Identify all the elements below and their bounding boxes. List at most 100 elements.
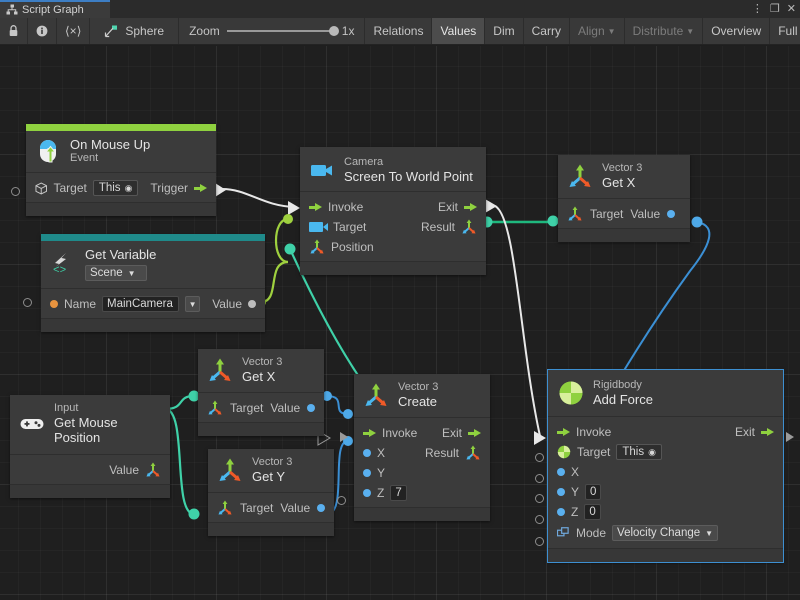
- port-row-value: Value: [10, 460, 170, 480]
- node-on-mouse-up[interactable]: On Mouse Up Event Target This ◉ T: [26, 124, 216, 217]
- wire-endpoint: [343, 409, 353, 419]
- port-socket-y[interactable]: [363, 469, 371, 478]
- camera-icon: [309, 157, 335, 183]
- port-socket-x[interactable]: [557, 468, 565, 477]
- port-socket-z[interactable]: [557, 508, 565, 517]
- node-title: Get X: [242, 368, 276, 384]
- toolbar-item-values[interactable]: Values: [432, 18, 486, 44]
- y-value: 0: [590, 486, 597, 499]
- target-value-pill[interactable]: This ◉: [92, 180, 139, 197]
- port-label-target: Target: [240, 501, 274, 516]
- toolbar-item-align[interactable]: Align▼: [570, 18, 625, 44]
- port-label-exit: Exit: [437, 200, 458, 215]
- node-input-get-mouse-position[interactable]: Input Get Mouse Position Value: [10, 395, 170, 498]
- port-socket-y[interactable]: [557, 488, 565, 497]
- node-footer: [558, 228, 690, 243]
- node-header: Input Get Mouse Position: [10, 395, 170, 454]
- toolbar-item-overview[interactable]: Overview: [703, 18, 771, 44]
- node-vector3-get-x-top[interactable]: Vector 3 Get X Target Value: [558, 155, 690, 243]
- port-socket-x-external[interactable]: [535, 474, 544, 483]
- variable-name-input[interactable]: MainCamera: [102, 296, 179, 313]
- target-picker-icon[interactable]: ◉: [124, 182, 133, 193]
- node-camera-screen-to-world-point[interactable]: Camera Screen To World Point Invoke Exit…: [300, 147, 486, 276]
- port-socket-value[interactable]: [667, 210, 676, 219]
- port-socket-value[interactable]: [317, 504, 326, 513]
- node-subtitle: Camera: [344, 156, 384, 168]
- node-footer: [10, 483, 170, 498]
- toolbar-item-full-screen[interactable]: Full Screen: [770, 18, 800, 44]
- port-socket-value[interactable]: [248, 300, 256, 309]
- toolbar: ⟨×⟩ Sphere Zoom 1x Relations Values Dim …: [0, 18, 800, 45]
- vector3-icon: [209, 358, 231, 382]
- port-socket-z[interactable]: [363, 489, 371, 498]
- info-icon: [36, 25, 48, 37]
- node-vector3-create[interactable]: Vector 3 Create Invoke Exit X Result: [354, 374, 490, 522]
- angle-brackets-icon: ⟨×⟩: [65, 24, 82, 38]
- node-body: Target This ◉ Trigger: [26, 172, 216, 202]
- code-button[interactable]: ⟨×⟩: [57, 18, 91, 44]
- graph-canvas[interactable]: On Mouse Up Event Target This ◉ T: [0, 46, 800, 600]
- mode-dropdown[interactable]: Velocity Change ▼: [612, 525, 719, 542]
- vector3-icon: [219, 458, 241, 482]
- toolbar-item-distribute[interactable]: Distribute▼: [625, 18, 704, 44]
- port-socket-y-external[interactable]: [535, 494, 544, 503]
- flow-output-marker[interactable]: [786, 432, 794, 442]
- port-socket-name-external[interactable]: [23, 298, 32, 307]
- zoom-slider[interactable]: [226, 26, 339, 36]
- node-vector3-get-y[interactable]: Vector 3 Get Y Target Value: [208, 449, 334, 537]
- close-icon[interactable]: ✕: [786, 3, 796, 15]
- toolbar-item-relations[interactable]: Relations: [365, 18, 433, 44]
- port-label-y: Y: [377, 466, 386, 481]
- target-picker-icon[interactable]: ◉: [648, 446, 656, 457]
- tab-script-graph[interactable]: Script Graph: [0, 0, 110, 18]
- z-input[interactable]: 0: [584, 504, 601, 521]
- toolbar-item-dim[interactable]: Dim: [485, 18, 524, 44]
- vector3-icon: [569, 164, 591, 188]
- port-socket-mode-external[interactable]: [535, 537, 544, 546]
- port-label-z: Z: [571, 505, 579, 520]
- variable-scope-dropdown[interactable]: Scene ▼: [85, 265, 147, 282]
- port-label-invoke: Invoke: [382, 426, 418, 441]
- node-titles: Rigidbody Add Force: [593, 379, 653, 407]
- wire-endpoint: [547, 215, 559, 227]
- variable-name-dropdown-button[interactable]: ▼: [184, 296, 201, 313]
- node-subtitle: Input: [54, 402, 79, 414]
- zoom-slider-knob[interactable]: [328, 26, 339, 36]
- zoom-control[interactable]: Zoom 1x: [179, 18, 366, 44]
- object-name: Sphere: [125, 24, 165, 38]
- port-socket-z-external[interactable]: [535, 515, 544, 524]
- z-input[interactable]: 7: [390, 485, 407, 502]
- target-value-pill[interactable]: This ◉: [616, 444, 662, 461]
- port-label-value: Value: [280, 501, 311, 516]
- y-input[interactable]: 0: [585, 484, 602, 501]
- wire-arrow-icon: [215, 183, 226, 197]
- port-label-invoke: Invoke: [576, 425, 612, 440]
- port-socket-target-external[interactable]: [535, 453, 544, 462]
- vector3-icon: [146, 462, 160, 477]
- menu-dots-icon[interactable]: ⋮: [751, 3, 763, 15]
- node-title: Event: [70, 152, 99, 165]
- wire-flow-camera-exit: [494, 205, 541, 437]
- port-row-invoke-exit: Invoke Exit: [354, 423, 490, 443]
- toolbar-item-carry[interactable]: Carry: [524, 18, 570, 44]
- node-subtitle: Get Variable: [85, 247, 157, 262]
- port-socket-target[interactable]: [11, 187, 20, 196]
- lock-button[interactable]: [0, 18, 28, 44]
- port-label-mode: Mode: [576, 526, 607, 541]
- info-button[interactable]: [28, 18, 57, 44]
- flow-input-marker[interactable]: [340, 432, 348, 442]
- node-get-variable[interactable]: <> Get Variable Scene ▼ Name MainCamera: [41, 234, 265, 333]
- node-vector3-get-x-bottom[interactable]: Vector 3 Get X Target Value: [198, 349, 324, 437]
- maximize-icon[interactable]: ❐: [769, 3, 780, 15]
- port-label-target: Target: [53, 181, 87, 196]
- port-socket-create-z-external[interactable]: [337, 496, 346, 505]
- chevron-down-icon: ▼: [705, 528, 714, 538]
- object-selector[interactable]: Sphere: [90, 18, 180, 44]
- port-socket-value[interactable]: [307, 404, 316, 413]
- port-socket-x[interactable]: [363, 449, 371, 458]
- port-socket-name[interactable]: [50, 300, 58, 309]
- port-row-y: Y 0: [548, 482, 783, 502]
- node-footer: [41, 318, 265, 333]
- wire-flow-trigger: [221, 188, 296, 208]
- node-rigidbody-add-force[interactable]: Rigidbody Add Force Invoke Exit: [547, 368, 784, 564]
